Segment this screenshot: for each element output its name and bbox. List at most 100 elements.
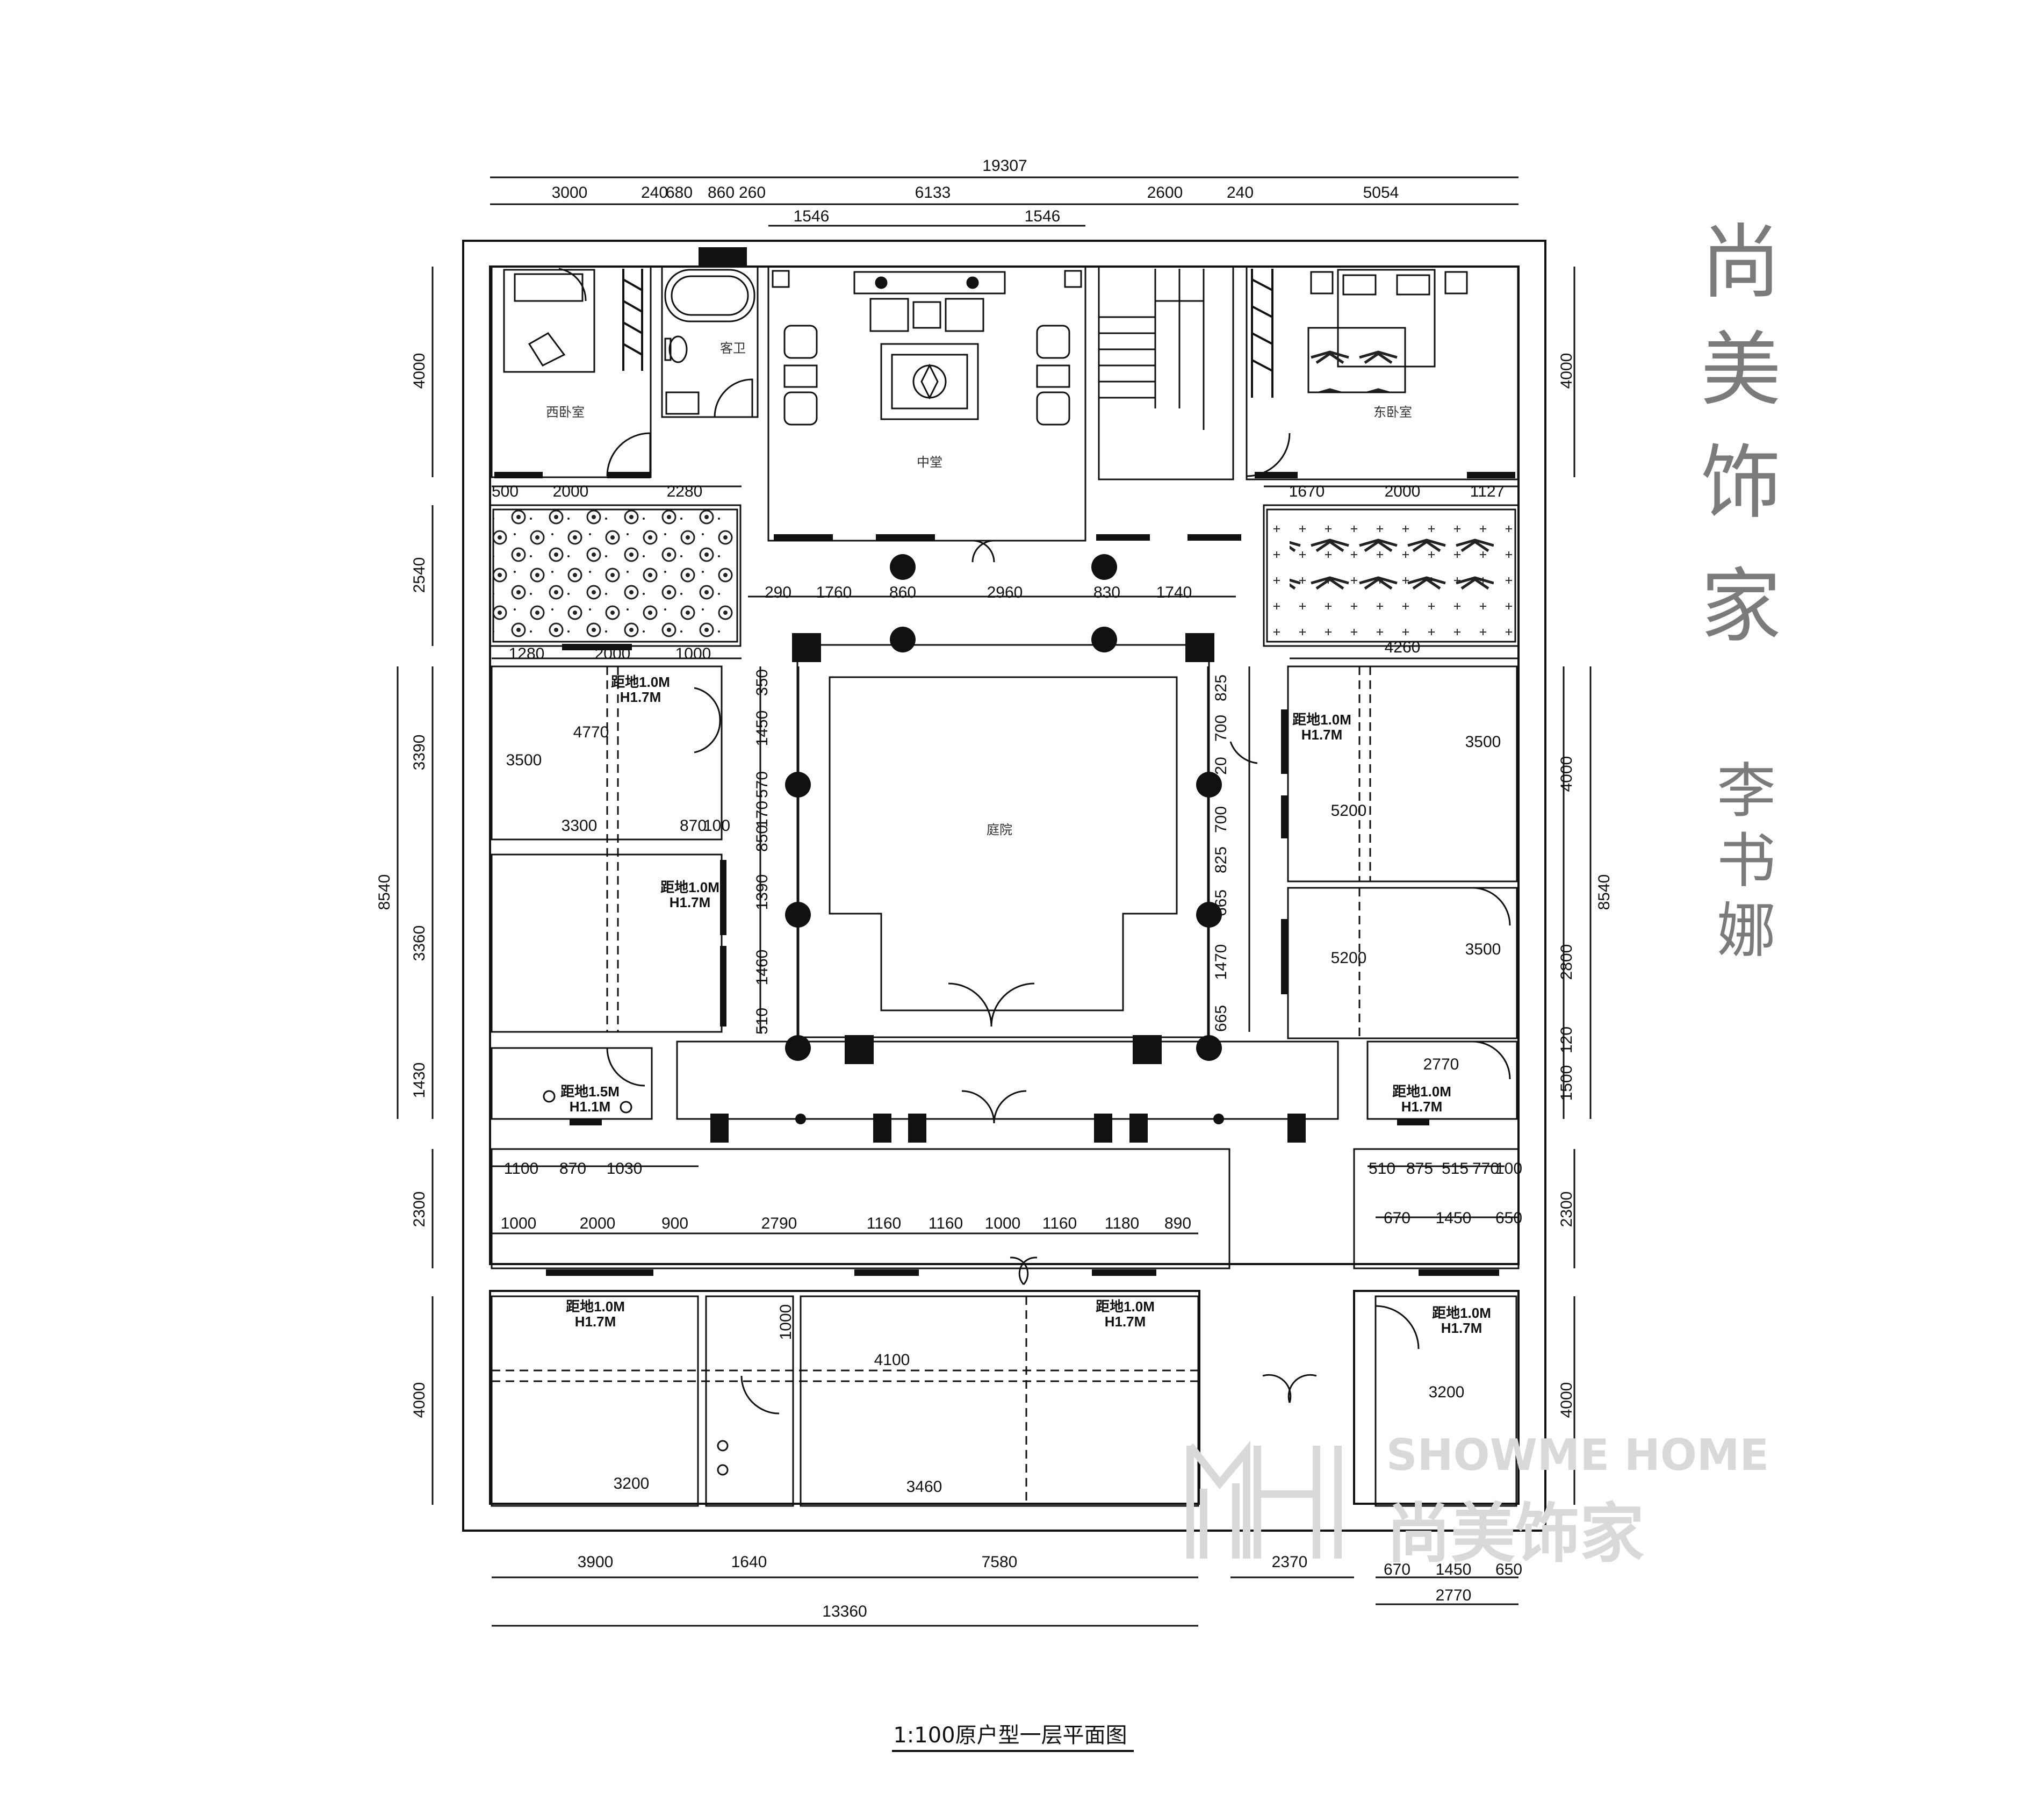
svg-text:510: 510 <box>1369 1160 1395 1178</box>
svg-text:2300: 2300 <box>1558 1191 1575 1228</box>
kitchen-fixtures <box>543 1090 729 1476</box>
toilet <box>664 335 700 415</box>
svg-text:2000: 2000 <box>1385 483 1421 500</box>
svg-text:1760: 1760 <box>816 584 852 601</box>
west-flower-bed <box>492 508 738 643</box>
svg-text:距地1.0M: 距地1.0M <box>1096 1298 1155 1315</box>
svg-text:665: 665 <box>1212 1005 1230 1032</box>
svg-text:2370: 2370 <box>1272 1553 1308 1571</box>
east-bedroom-label: 东卧室 <box>1373 405 1412 420</box>
svg-text:170: 170 <box>753 801 771 828</box>
svg-text:5054: 5054 <box>1363 184 1399 202</box>
svg-text:2770: 2770 <box>1423 1056 1459 1073</box>
east-bamboo-plants <box>1290 532 1494 591</box>
svg-text:1160: 1160 <box>929 1215 963 1232</box>
svg-text:2790: 2790 <box>761 1215 797 1232</box>
svg-text:H1.7M: H1.7M <box>1301 727 1343 743</box>
svg-text:H1.7M: H1.7M <box>1105 1313 1146 1330</box>
svg-text:6133: 6133 <box>915 184 951 202</box>
svg-text:1000: 1000 <box>501 1215 537 1232</box>
main-hall-label: 中堂 <box>917 455 942 470</box>
staircase <box>1099 269 1205 430</box>
east-bed <box>1307 269 1468 393</box>
svg-text:665: 665 <box>1212 889 1230 916</box>
svg-text:娜: 娜 <box>1717 896 1776 965</box>
svg-text:距地1.0M: 距地1.0M <box>1392 1083 1451 1100</box>
svg-text:李: 李 <box>1717 757 1776 826</box>
svg-text:H1.7M: H1.7M <box>620 689 661 705</box>
svg-text:2800: 2800 <box>1558 944 1575 980</box>
svg-text:H1.7M: H1.7M <box>670 894 711 910</box>
svg-text:3500: 3500 <box>506 751 542 769</box>
svg-text:3360: 3360 <box>411 925 428 961</box>
svg-text:825: 825 <box>1212 846 1230 873</box>
svg-text:1546: 1546 <box>1025 207 1061 225</box>
west-bedroom-label: 西卧室 <box>546 405 585 420</box>
svg-text:1430: 1430 <box>411 1063 428 1099</box>
svg-text:书: 书 <box>1717 827 1776 895</box>
svg-text:510: 510 <box>753 1008 771 1035</box>
svg-text:680: 680 <box>666 184 693 202</box>
dimension-lines <box>397 176 1592 1627</box>
svg-text:515: 515 <box>1442 1160 1469 1178</box>
hall-furniture <box>772 270 1082 426</box>
svg-text:家: 家 <box>1701 560 1781 654</box>
svg-text:1280: 1280 <box>509 645 545 663</box>
room-outlines <box>489 265 1520 1507</box>
windows <box>494 247 1515 1276</box>
svg-text:4000: 4000 <box>411 353 428 389</box>
svg-text:1546: 1546 <box>794 207 830 225</box>
svg-text:H1.7M: H1.7M <box>1441 1320 1482 1336</box>
svg-text:1450: 1450 <box>1436 1209 1472 1227</box>
watermark-en: SHOWME HOME <box>1386 1430 1769 1480</box>
svg-text:3500: 3500 <box>1465 733 1501 751</box>
svg-text:2960: 2960 <box>987 584 1023 601</box>
svg-text:8540: 8540 <box>1595 874 1613 910</box>
watermark-cn: 尚美饰家 <box>1386 1497 1644 1571</box>
svg-text:饰: 饰 <box>1701 436 1781 530</box>
svg-text:1127: 1127 <box>1470 483 1505 500</box>
svg-text:距地1.0M: 距地1.0M <box>1432 1305 1491 1321</box>
svg-text:670: 670 <box>1384 1561 1410 1578</box>
svg-text:2000: 2000 <box>580 1215 616 1232</box>
svg-text:3900: 3900 <box>578 1553 614 1571</box>
courtyard-label: 庭院 <box>987 822 1012 837</box>
svg-text:875: 875 <box>1406 1160 1433 1178</box>
svg-text:4260: 4260 <box>1385 638 1421 656</box>
svg-text:850: 850 <box>753 825 771 852</box>
svg-text:20: 20 <box>1212 757 1230 774</box>
watermark-logo <box>1186 1440 1342 1559</box>
svg-text:100: 100 <box>703 817 730 835</box>
svg-text:1450: 1450 <box>753 710 771 747</box>
svg-text:2540: 2540 <box>411 557 428 593</box>
guest-bath-label: 客卫 <box>720 341 746 356</box>
svg-text:870: 870 <box>680 817 707 835</box>
svg-text:240: 240 <box>1227 184 1254 202</box>
dashed-beams <box>492 666 1371 1505</box>
svg-text:770: 770 <box>1472 1160 1499 1178</box>
west-wardrobe <box>622 269 643 371</box>
svg-text:5200: 5200 <box>1331 802 1367 820</box>
svg-text:870: 870 <box>559 1160 586 1178</box>
dim-top-total: 19307 <box>982 157 1027 175</box>
bathtub <box>664 269 755 322</box>
svg-text:距地1.0M: 距地1.0M <box>660 879 719 895</box>
svg-text:距地1.0M: 距地1.0M <box>1292 712 1351 728</box>
svg-text:890: 890 <box>1164 1215 1191 1232</box>
svg-text:1640: 1640 <box>731 1553 767 1571</box>
svg-text:H1.7M: H1.7M <box>575 1313 616 1330</box>
outer-walls <box>462 240 1546 1532</box>
svg-text:1670: 1670 <box>1289 483 1325 500</box>
signature-calligraphy: 李 书 娜 <box>1717 757 1776 965</box>
svg-text:4000: 4000 <box>411 1382 428 1418</box>
doors <box>606 378 1511 1415</box>
svg-text:260: 260 <box>739 184 766 202</box>
svg-text:2000: 2000 <box>553 483 589 500</box>
svg-text:13360: 13360 <box>822 1603 867 1620</box>
svg-text:4100: 4100 <box>874 1351 910 1369</box>
svg-text:1030: 1030 <box>607 1160 643 1178</box>
plan-title: 1:100原户型一层平面图 <box>893 1723 1127 1748</box>
west-bed <box>503 268 595 373</box>
dimension-text: 19307 3000 240 680 860 260 6133 2600 240… <box>376 157 1613 1620</box>
